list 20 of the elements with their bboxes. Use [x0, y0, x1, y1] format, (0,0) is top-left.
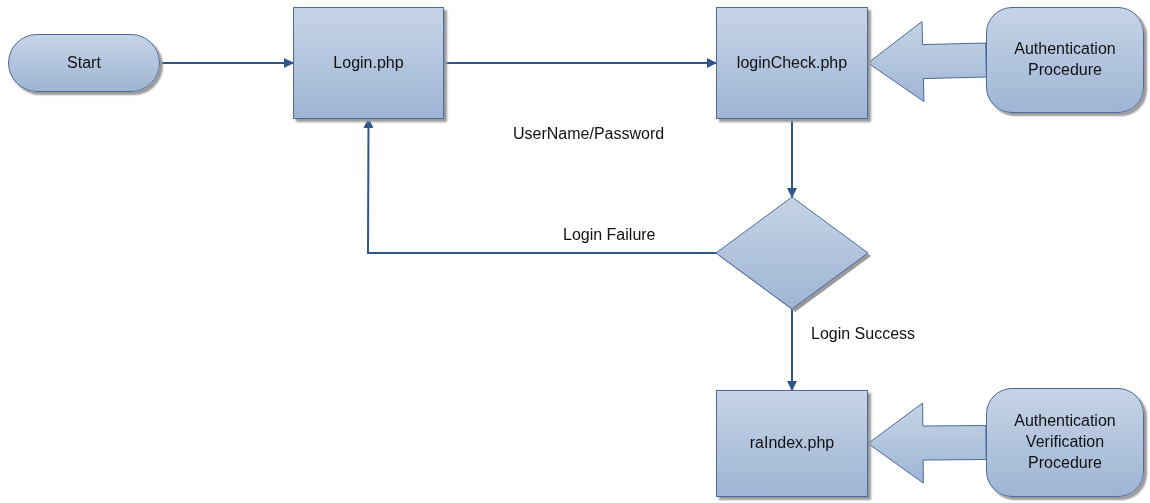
node-label: Authentication Procedure	[1013, 39, 1117, 80]
process-rounded-box	[986, 388, 1144, 497]
block-arrow	[867, 21, 987, 103]
node-label: Authentication Verification Procedure	[1013, 411, 1117, 473]
node-label: raIndex.php	[749, 433, 835, 454]
arrow	[159, 58, 294, 68]
node-label: Start	[67, 52, 101, 73]
node-label: loginCheck.php	[736, 52, 848, 73]
process-box	[293, 7, 444, 119]
terminator-shape	[8, 34, 160, 92]
arrow	[443, 58, 717, 68]
node-label: Login.php	[333, 52, 404, 73]
process-rounded-box	[986, 7, 1144, 113]
block-arrow	[867, 402, 987, 484]
arrow	[787, 308, 797, 391]
process-box	[716, 390, 868, 497]
arrow	[363, 118, 717, 254]
decision-diamond	[716, 197, 868, 309]
arrow	[787, 118, 797, 198]
process-box	[716, 7, 868, 119]
